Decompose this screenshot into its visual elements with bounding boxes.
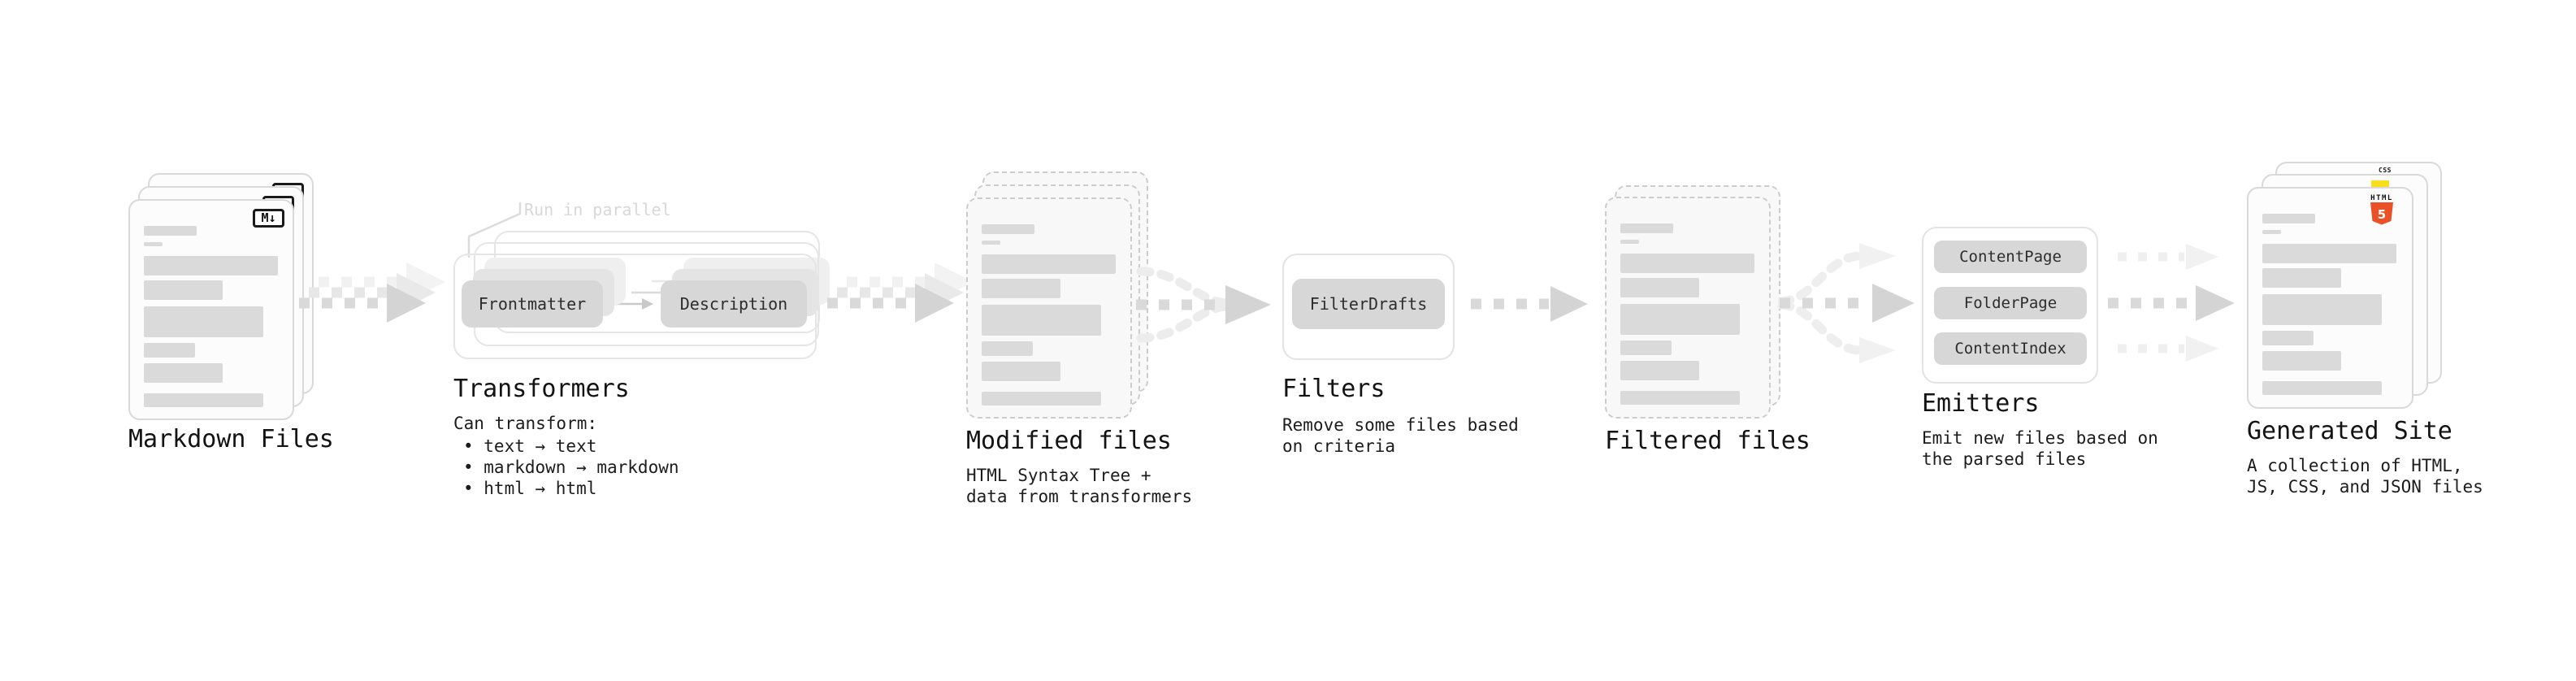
placeholder-text-bar	[144, 393, 263, 407]
transformer-box-description: Description	[661, 280, 807, 327]
arrow-emitters-to-site-middle-icon	[2108, 285, 2235, 321]
placeholder-text-bar	[982, 305, 1101, 336]
transformers-bullet: • markdown → markdown	[463, 458, 679, 477]
filtered-files-label: Filtered files	[1605, 427, 1811, 455]
markdown-files-label: Markdown Files	[128, 425, 334, 453]
arrow-emitters-to-site-top-icon	[2118, 244, 2218, 270]
placeholder-text-bar	[144, 242, 163, 246]
run-in-parallel-note: Run in parallel	[524, 200, 671, 219]
markdown-file-card-front: M↓	[128, 199, 294, 420]
arrow-modified-to-filters-icon	[1136, 267, 1271, 343]
placeholder-text-bar	[2262, 351, 2341, 371]
placeholder-text-bar	[2262, 230, 2281, 234]
placeholder-text-bar	[1620, 304, 1740, 335]
filters-description-line: Remove some files based	[1282, 415, 1519, 435]
placeholder-text-bar	[2262, 381, 2382, 395]
markdown-icon: M↓	[253, 209, 284, 228]
placeholder-text-bar	[1620, 254, 1754, 273]
arrow-emitters-to-site-bottom-icon	[2118, 336, 2218, 362]
arrow-markdown-to-transformers-icon	[299, 262, 445, 323]
site-file-card-front: HTML 5	[2247, 187, 2413, 409]
arrow-filters-to-filtered-icon	[1471, 286, 1588, 322]
placeholder-text-bar	[144, 280, 223, 300]
generated-site-description-line: A collection of HTML,	[2247, 456, 2463, 475]
placeholder-text-bar	[144, 363, 223, 383]
placeholder-text-bar	[144, 306, 263, 337]
modified-files-label: Modified files	[966, 427, 1172, 455]
modified-file-card-front	[966, 197, 1132, 419]
html5-icon: HTML 5	[2363, 194, 2400, 228]
arrow-transformers-to-modified-icon	[827, 262, 974, 323]
svg-text:5: 5	[2378, 207, 2386, 222]
emitters-description-line: the parsed files	[1922, 449, 2087, 469]
emitters-label: Emitters	[1922, 389, 2040, 418]
arrow-filtered-to-emitters-icon	[1778, 243, 1915, 363]
emitters-description-line: Emit new files based on	[1922, 428, 2158, 448]
placeholder-text-bar	[982, 341, 1033, 356]
transformers-label: Transformers	[453, 375, 630, 403]
placeholder-text-bar	[982, 362, 1060, 381]
placeholder-text-bar	[2262, 294, 2382, 325]
placeholder-text-bar	[1620, 361, 1699, 380]
placeholder-text-bar	[2262, 244, 2396, 263]
filter-box-filterdrafts: FilterDrafts	[1292, 279, 1445, 329]
transformer-container-front	[453, 254, 817, 359]
transformers-bullet: • html → html	[463, 479, 597, 498]
placeholder-text-bar	[2262, 268, 2341, 288]
placeholder-text-bar	[144, 256, 278, 275]
placeholder-text-bar	[1620, 278, 1699, 297]
emitter-box-contentindex: ContentIndex	[1934, 332, 2087, 365]
transformers-bullet: • text → text	[463, 436, 597, 456]
transformers-description-line: Can transform:	[453, 414, 598, 433]
generated-site-label: Generated Site	[2247, 417, 2452, 445]
generated-site-description-line: JS, CSS, and JSON files	[2247, 477, 2483, 497]
transformer-box-frontmatter: Frontmatter	[462, 280, 603, 327]
placeholder-text-bar	[982, 224, 1034, 234]
placeholder-text-bar	[982, 241, 1000, 245]
filtered-file-card-front	[1605, 197, 1771, 419]
emitter-box-contentpage: ContentPage	[1934, 241, 2087, 273]
placeholder-text-bar	[2262, 331, 2314, 345]
filters-description-line: on criteria	[1282, 436, 1396, 456]
placeholder-text-bar	[2262, 214, 2315, 223]
modified-files-description-line: data from transformers	[966, 487, 1193, 506]
placeholder-text-bar	[982, 279, 1060, 298]
placeholder-text-bar	[1620, 391, 1740, 405]
placeholder-text-bar	[144, 343, 195, 358]
filters-label: Filters	[1282, 375, 1386, 403]
modified-files-description-line: HTML Syntax Tree +	[966, 466, 1151, 485]
emitter-box-folderpage: FolderPage	[1934, 287, 2087, 319]
placeholder-text-bar	[144, 226, 197, 236]
placeholder-text-bar	[1620, 340, 1672, 355]
placeholder-text-bar	[982, 392, 1101, 406]
placeholder-text-bar	[982, 254, 1116, 274]
placeholder-text-bar	[1620, 240, 1639, 244]
placeholder-text-bar	[1620, 223, 1673, 233]
